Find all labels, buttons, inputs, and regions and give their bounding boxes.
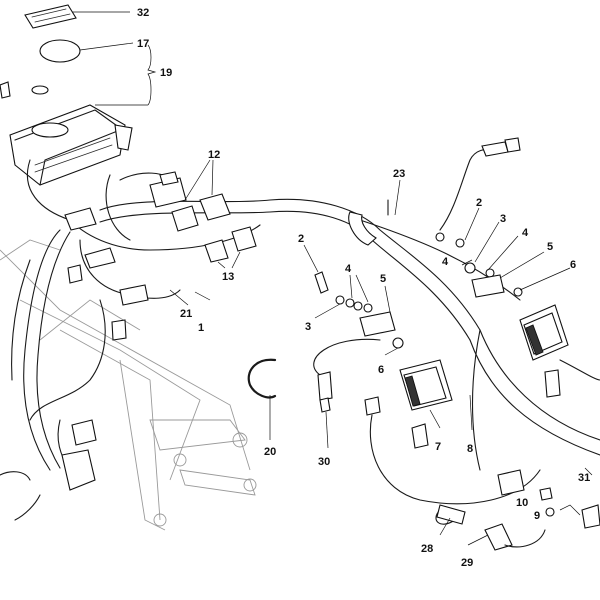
callout-30: 30 (318, 456, 330, 468)
sensor-28 (435, 504, 466, 525)
callout-31: 31 (578, 472, 590, 484)
callout-4-middle: 4 (345, 263, 352, 275)
callout-29: 29 (461, 557, 473, 569)
callout-19: 19 (160, 67, 172, 79)
clip-lower-left-b (14, 494, 41, 521)
callout-10: 10 (516, 497, 528, 509)
callout-13: 13 (222, 271, 234, 283)
callout-23: 23 (393, 168, 405, 180)
connector-bottom-right (497, 469, 525, 496)
callout-12: 12 (208, 149, 220, 161)
connector-12a (171, 205, 199, 232)
ignition-coil-7 (399, 359, 453, 449)
callout-4-right-lower: 4 (442, 256, 449, 268)
part-17-gasket (39, 39, 81, 63)
bolt-group-middle (314, 271, 404, 349)
main-harness (11, 159, 600, 471)
lead-right-edge (559, 359, 600, 381)
screw-10 (539, 487, 553, 501)
callout-7: 7 (435, 441, 441, 453)
washer-9 (545, 507, 555, 517)
relay-cluster (64, 171, 187, 341)
callout-1: 1 (198, 322, 204, 334)
sensor-lead-top-right (439, 137, 521, 231)
callout-8: 8 (467, 443, 473, 455)
screw-left (0, 81, 11, 99)
callout-6-right: 6 (570, 259, 576, 271)
connector-right-vertical (544, 369, 561, 398)
small-grommet (31, 85, 49, 95)
callout-5-middle: 5 (380, 273, 386, 285)
connector-13a (204, 239, 229, 263)
callout-6-middle: 6 (378, 364, 384, 376)
part-32-plate (24, 4, 77, 29)
callout-3-middle: 3 (305, 321, 311, 333)
sensor-29 (484, 523, 546, 551)
harness-clamp-23 (348, 211, 377, 246)
callout-numbers: 32 17 19 12 13 21 1 23 2 4 5 3 6 2 3 4 4… (137, 7, 590, 569)
ecu-unit (9, 104, 133, 186)
callout-5-right: 5 (547, 241, 553, 253)
sensor-connector-8 (364, 396, 381, 416)
connector-13b (231, 226, 257, 252)
connector-12b (199, 193, 231, 221)
callout-32: 32 (137, 7, 149, 19)
callout-2-middle: 2 (298, 233, 304, 245)
frame-outline (0, 239, 257, 531)
callout-20: 20 (264, 446, 276, 458)
leader-lines (72, 11, 593, 546)
callout-17: 17 (137, 38, 149, 50)
callout-2-right: 2 (476, 197, 482, 209)
ignition-coil-right (519, 304, 569, 361)
left-connector-small (71, 419, 97, 446)
callout-9: 9 (534, 510, 540, 522)
bolt-group-right (435, 232, 523, 298)
callout-21: 21 (180, 308, 192, 320)
connector-31 (581, 504, 600, 529)
sensor-30 (313, 338, 381, 413)
left-connector-large (61, 449, 96, 491)
callout-4-right: 4 (522, 227, 529, 239)
clip-lower-left-a (0, 471, 31, 481)
callout-3-right: 3 (500, 213, 506, 225)
clip-20 (247, 358, 277, 399)
callout-28: 28 (421, 543, 433, 555)
